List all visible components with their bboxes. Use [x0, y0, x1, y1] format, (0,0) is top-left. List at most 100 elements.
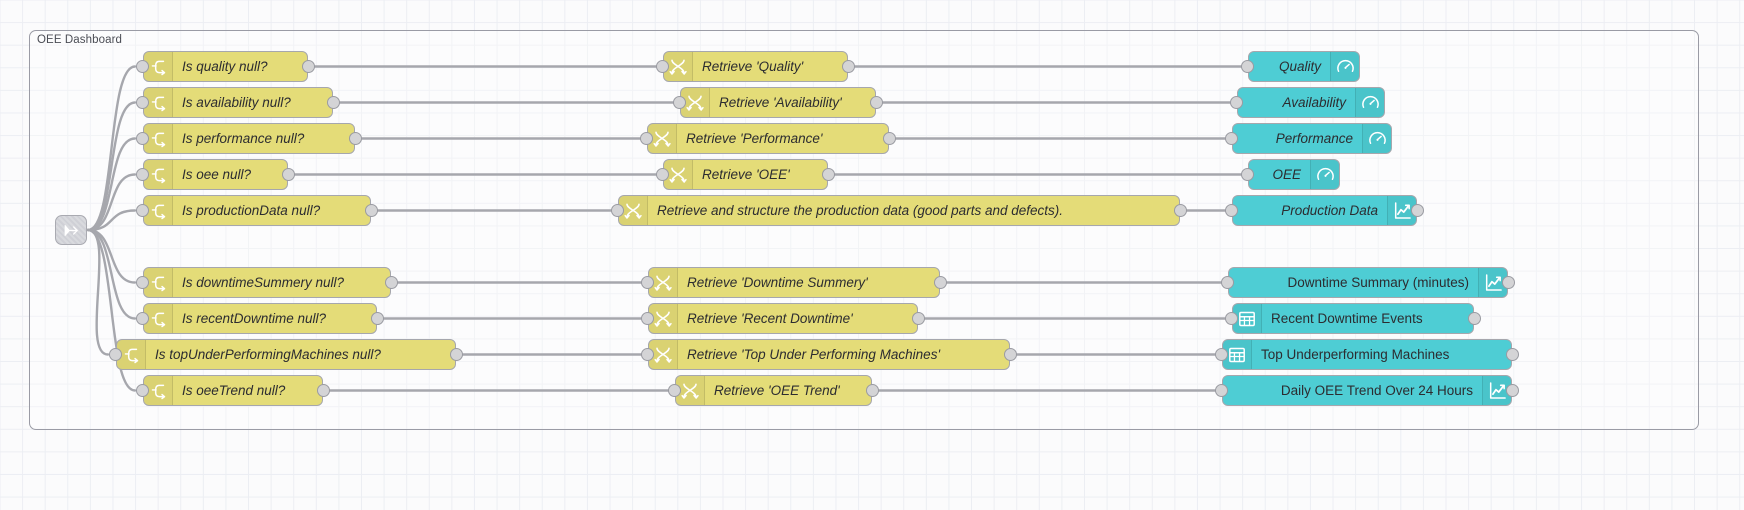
node-input-port[interactable] — [1215, 384, 1228, 397]
switch-node-is-quality-null[interactable]: Is quality null? — [143, 51, 308, 82]
line-chart-icon — [1484, 273, 1503, 292]
node-output-port[interactable] — [349, 132, 362, 145]
node-input-port[interactable] — [136, 168, 149, 181]
dashboard-node-downtime-summary-minutes[interactable]: Downtime Summary (minutes) — [1228, 267, 1508, 298]
dashboard-node-production-data[interactable]: Production Data — [1232, 195, 1417, 226]
change-node-retrieve-top-under-performing-machines[interactable]: Retrieve 'Top Under Performing Machines' — [648, 339, 1010, 370]
node-output-port[interactable] — [1004, 348, 1017, 361]
node-input-port[interactable] — [136, 204, 149, 217]
node-output-port[interactable] — [302, 60, 315, 73]
node-label: Retrieve and structure the production da… — [657, 203, 1063, 218]
node-input-port[interactable] — [1241, 168, 1254, 181]
node-label: Downtime Summary (minutes) — [1287, 275, 1469, 290]
node-output-port[interactable] — [1411, 204, 1424, 217]
node-input-port[interactable] — [1225, 204, 1238, 217]
node-output-port[interactable] — [822, 168, 835, 181]
node-input-port[interactable] — [641, 276, 654, 289]
node-output-port[interactable] — [842, 60, 855, 73]
node-output-port[interactable] — [912, 312, 925, 325]
switch-node-is-oeetrend-null[interactable]: Is oeeTrend null? — [143, 375, 323, 406]
dashboard-node-daily-oee-trend-over-24-hours[interactable]: Daily OEE Trend Over 24 Hours — [1222, 375, 1512, 406]
node-output-port[interactable] — [365, 204, 378, 217]
node-output-port[interactable] — [866, 384, 879, 397]
switch-node-is-availability-null[interactable]: Is availability null? — [143, 87, 333, 118]
node-input-port[interactable] — [611, 204, 624, 217]
node-input-port[interactable] — [136, 276, 149, 289]
node-label: Is availability null? — [182, 95, 291, 110]
node-output-port[interactable] — [1174, 204, 1187, 217]
node-output-port[interactable] — [282, 168, 295, 181]
dashboard-node-performance[interactable]: Performance — [1232, 123, 1392, 154]
change-node-retrieve-oee[interactable]: Retrieve 'OEE' — [663, 159, 828, 190]
node-input-port[interactable] — [668, 384, 681, 397]
change-node-retrieve-performance[interactable]: Retrieve 'Performance' — [647, 123, 889, 154]
node-input-port[interactable] — [109, 348, 122, 361]
node-output-port[interactable] — [371, 312, 384, 325]
node-input-port[interactable] — [1225, 132, 1238, 145]
table-grid-icon — [1238, 310, 1256, 328]
node-label: Is oee null? — [182, 167, 252, 182]
node-input-port[interactable] — [656, 60, 669, 73]
change-node-icon — [654, 346, 672, 364]
switch-node-icon — [150, 58, 167, 76]
dashboard-node-recent-downtime-events[interactable]: Recent Downtime Events — [1232, 303, 1474, 334]
node-output-port[interactable] — [317, 384, 330, 397]
switch-node-icon — [123, 346, 140, 364]
node-input-port[interactable] — [640, 132, 653, 145]
change-node-icon — [686, 94, 704, 112]
node-output-port[interactable] — [870, 96, 883, 109]
switch-node-is-performance-null[interactable]: Is performance null? — [143, 123, 355, 154]
node-label: Is performance null? — [182, 131, 305, 146]
dashboard-node-quality[interactable]: Quality — [1248, 51, 1360, 82]
switch-node-is-topunderperformingmachines-null[interactable]: Is topUnderPerformingMachines null? — [116, 339, 456, 370]
node-output-port[interactable] — [385, 276, 398, 289]
node-output-port[interactable] — [327, 96, 340, 109]
dashboard-node-availability[interactable]: Availability — [1237, 87, 1385, 118]
node-input-port[interactable] — [1215, 348, 1228, 361]
node-input-port[interactable] — [1221, 276, 1234, 289]
node-output-port[interactable] — [1506, 384, 1519, 397]
node-output-port[interactable] — [1506, 348, 1519, 361]
link-out-source-node[interactable] — [55, 215, 87, 245]
node-input-port[interactable] — [673, 96, 686, 109]
node-input-port[interactable] — [136, 96, 149, 109]
node-output-port[interactable] — [1502, 276, 1515, 289]
switch-node-icon — [150, 202, 167, 220]
node-input-port[interactable] — [136, 312, 149, 325]
switch-node-is-downtimesummery-null[interactable]: Is downtimeSummery null? — [143, 267, 391, 298]
node-input-port[interactable] — [136, 384, 149, 397]
node-output-port[interactable] — [883, 132, 896, 145]
change-node-retrieve-oee-trend[interactable]: Retrieve 'OEE Trend' — [675, 375, 872, 406]
node-input-port[interactable] — [136, 132, 149, 145]
dashboard-node-top-underperforming-machines[interactable]: Top Underperforming Machines — [1222, 339, 1512, 370]
node-output-port[interactable] — [934, 276, 947, 289]
node-input-port[interactable] — [1241, 60, 1254, 73]
change-node-retrieve-availability[interactable]: Retrieve 'Availability' — [680, 87, 876, 118]
change-node-retrieve-and-structure-the-production-data-goo[interactable]: Retrieve and structure the production da… — [618, 195, 1180, 226]
node-output-port[interactable] — [450, 348, 463, 361]
change-node-retrieve-quality[interactable]: Retrieve 'Quality' — [663, 51, 848, 82]
switch-node-is-recentdowntime-null[interactable]: Is recentDowntime null? — [143, 303, 377, 334]
switch-node-is-oee-null[interactable]: Is oee null? — [143, 159, 288, 190]
node-output-port[interactable] — [1468, 312, 1481, 325]
node-input-port[interactable] — [1230, 96, 1243, 109]
node-input-port[interactable] — [641, 312, 654, 325]
node-label: Is recentDowntime null? — [182, 311, 327, 326]
dashboard-node-oee[interactable]: OEE — [1248, 159, 1340, 190]
node-input-port[interactable] — [1225, 312, 1238, 325]
change-node-icon — [669, 166, 687, 184]
node-input-port[interactable] — [656, 168, 669, 181]
change-node-retrieve-recent-downtime[interactable]: Retrieve 'Recent Downtime' — [648, 303, 918, 334]
node-label: Recent Downtime Events — [1271, 311, 1423, 326]
node-label: Retrieve 'OEE' — [702, 167, 790, 182]
change-node-retrieve-downtime-summery[interactable]: Retrieve 'Downtime Summery' — [648, 267, 940, 298]
node-label: Is downtimeSummery null? — [182, 275, 345, 290]
node-input-port[interactable] — [136, 60, 149, 73]
node-label: Retrieve 'Top Under Performing Machines' — [687, 347, 941, 362]
node-input-port[interactable] — [641, 348, 654, 361]
node-label: Retrieve 'Recent Downtime' — [687, 311, 853, 326]
switch-node-is-productiondata-null[interactable]: Is productionData null? — [143, 195, 371, 226]
node-label: Is oeeTrend null? — [182, 383, 286, 398]
switch-node-icon — [150, 310, 167, 328]
